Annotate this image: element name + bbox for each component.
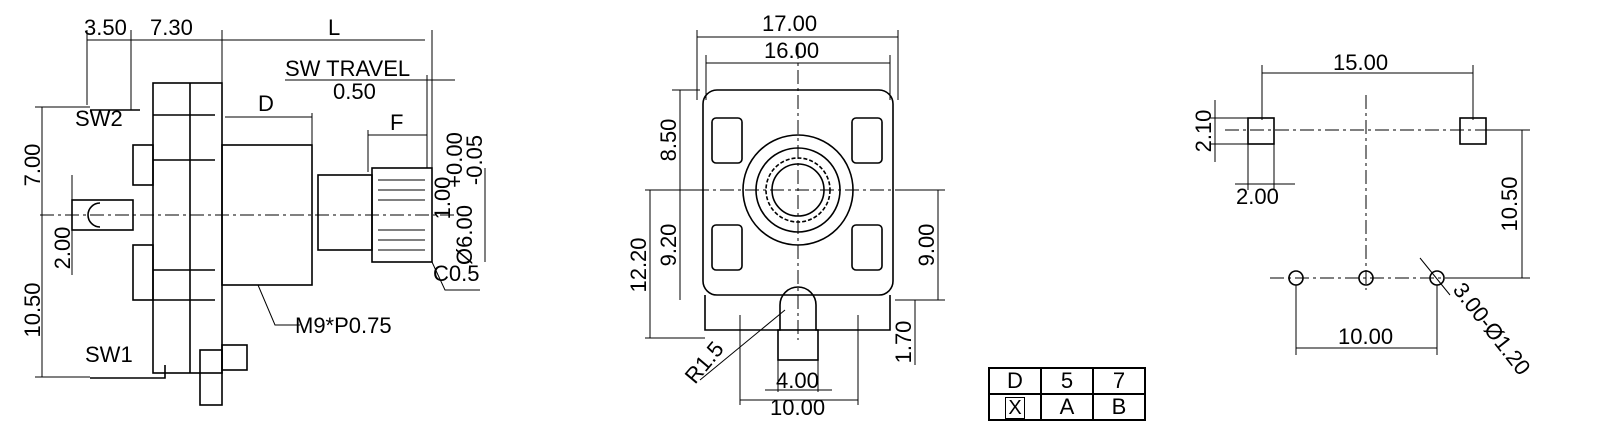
dim-7-30: 7.30: [150, 15, 193, 40]
dim-4-00: 4.00: [776, 368, 819, 393]
dim-9-20: 9.20: [656, 224, 681, 267]
dim-2-00: 2.00: [1236, 184, 1279, 209]
dim-L: L: [328, 15, 340, 40]
table-cell: A: [1040, 393, 1094, 421]
dim-8-50: 8.50: [656, 119, 681, 162]
table-row: X A B: [988, 393, 1146, 421]
table-cell: B: [1092, 393, 1146, 421]
dim-16-00: 16.00: [764, 38, 819, 63]
dim-15-00: 15.00: [1333, 50, 1388, 75]
table-cell: D: [988, 367, 1042, 395]
sw-travel-value: 0.50: [333, 79, 376, 104]
thread-label: M9*P0.75: [295, 313, 392, 338]
crossed-box: X: [1005, 397, 1025, 419]
variant-table: D 5 7 X A B: [988, 367, 1146, 421]
sw1-label: SW1: [85, 342, 133, 367]
table-cell: X: [988, 393, 1042, 421]
shaft-tol-upper: +0.00: [442, 132, 467, 188]
dim-10-00: 10.00: [770, 395, 825, 420]
dim-2-00: 2.00: [50, 227, 75, 270]
table-cell: 5: [1040, 367, 1094, 395]
dim-10-00: 10.00: [1338, 324, 1393, 349]
dim-2-10: 2.10: [1191, 110, 1216, 153]
dim-12-20: 12.20: [626, 237, 651, 292]
dim-10-50: 10.50: [1497, 176, 1522, 231]
dim-1-00: 1.00: [430, 177, 455, 220]
sw2-label: SW2: [75, 106, 123, 131]
dim-7-00: 7.00: [20, 144, 45, 187]
shaft-diameter: Ø6.00: [452, 205, 477, 265]
dim-F: F: [390, 110, 403, 135]
holes-label: 3.00-Ø1.20: [1448, 278, 1535, 380]
shaft-tol-lower: -0.05: [462, 135, 487, 185]
side-view: 3.50 7.30 L SW TRAVEL 0.50 D F: [20, 15, 487, 406]
dim-9-00: 9.00: [914, 224, 939, 267]
table-header-row: D 5 7: [988, 367, 1146, 395]
front-view: 17.00 16.00 8.50 9.20 12.20 9.00 1.70: [626, 11, 945, 420]
dim-17-00: 17.00: [762, 11, 817, 36]
dim-3-50: 3.50: [84, 15, 127, 40]
chamfer-label: C0.5: [433, 261, 479, 286]
table-cell: 7: [1092, 367, 1146, 395]
dim-1-70: 1.70: [891, 321, 916, 364]
sw-travel-label: SW TRAVEL: [285, 56, 410, 81]
pcb-view: 15.00 2.10 2.00 10.50 10.00 3.00-Ø1.20: [1191, 50, 1536, 380]
dim-D: D: [258, 91, 274, 116]
dim-10-50: 10.50: [20, 282, 45, 337]
